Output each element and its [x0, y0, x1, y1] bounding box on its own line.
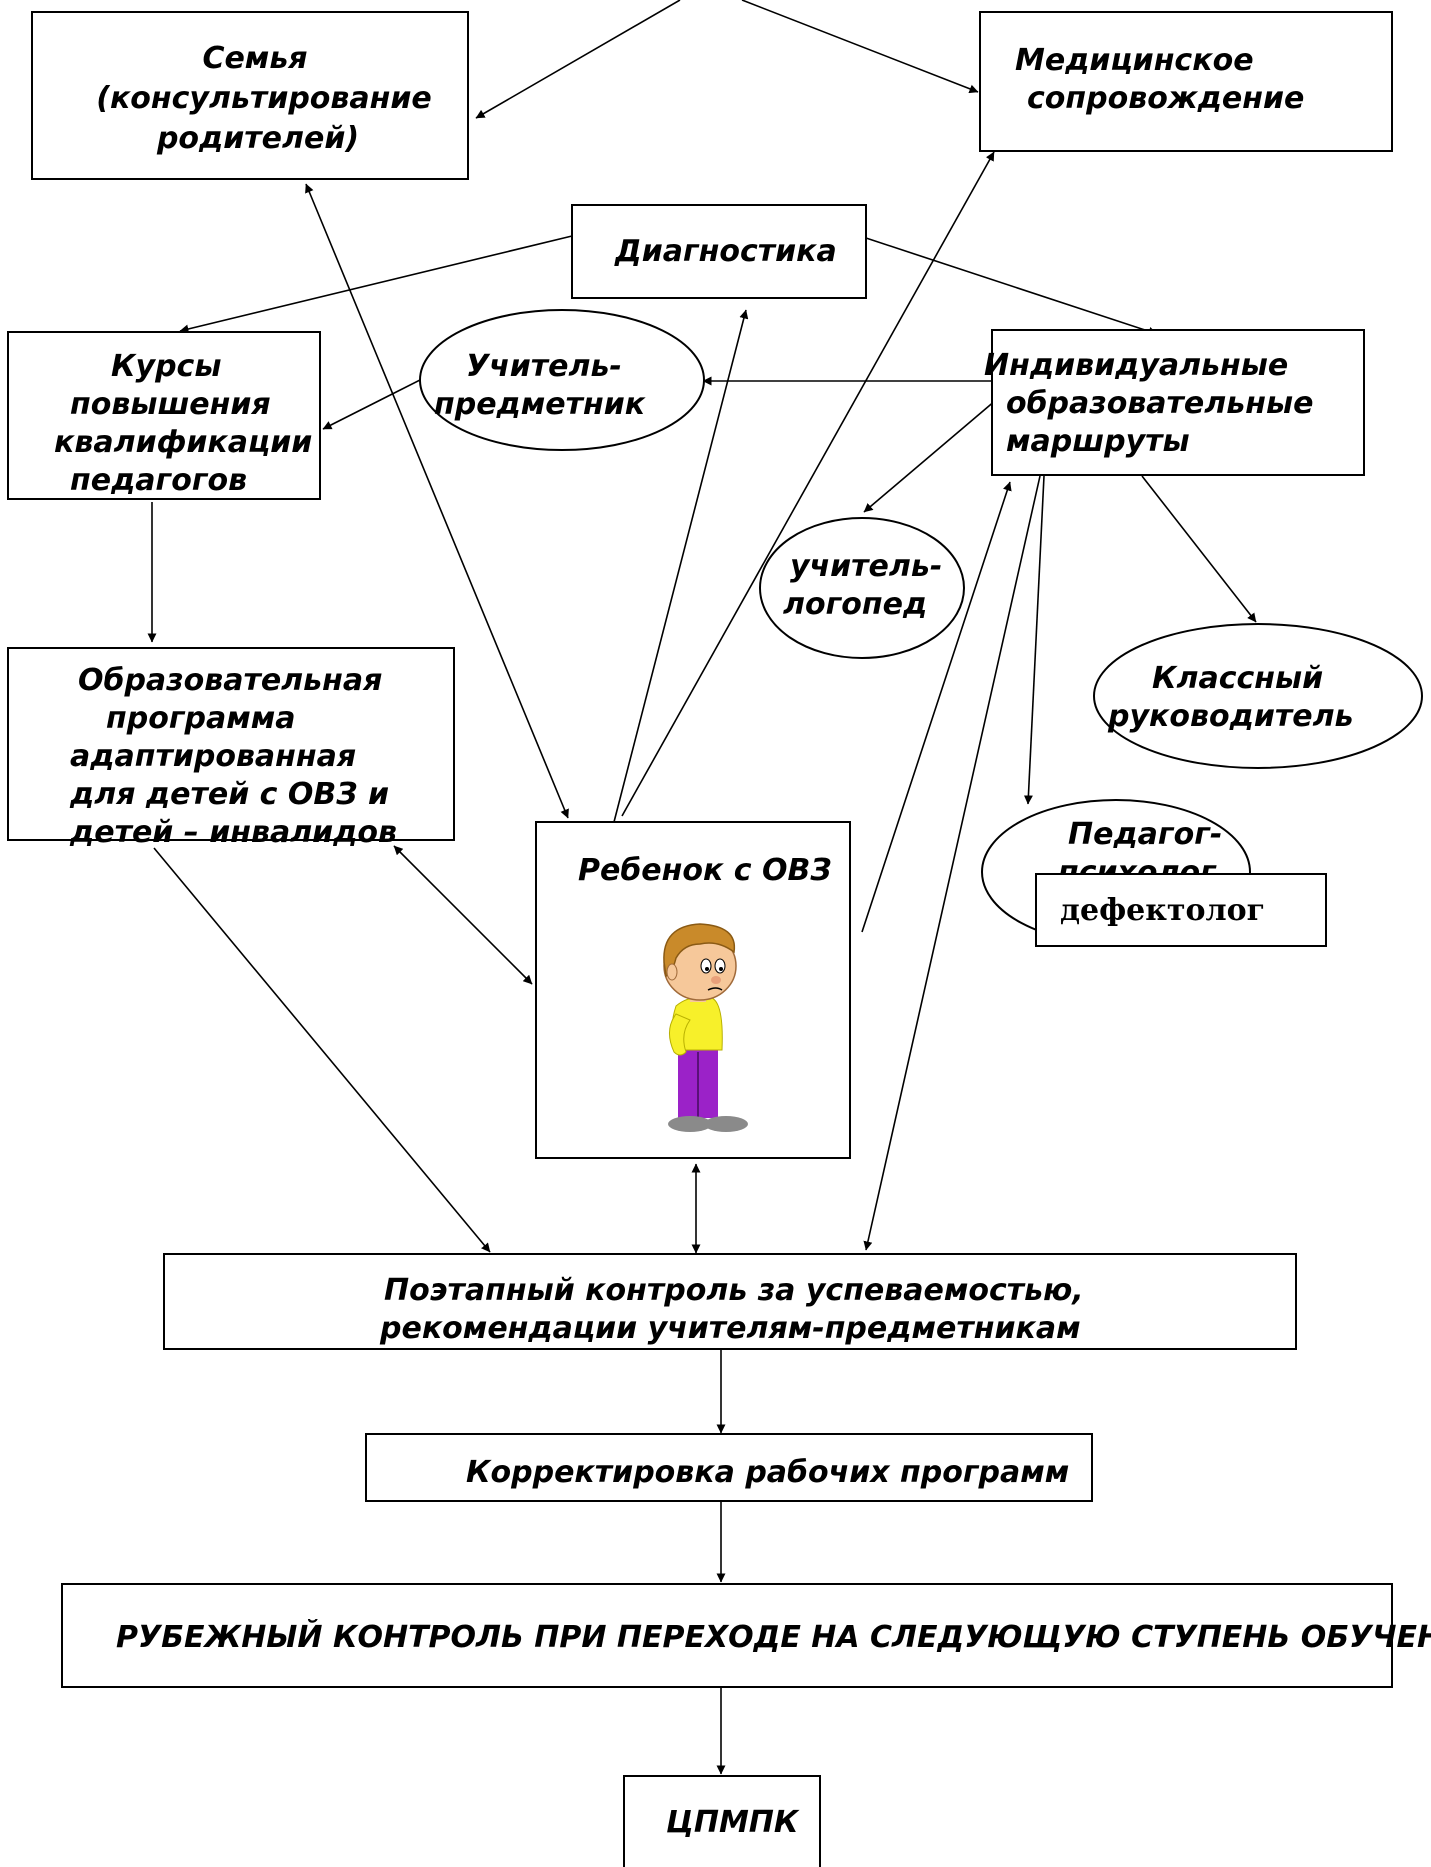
edge-child-to-medical [621, 151, 995, 817]
child-label: Ребенок с ОВЗ [578, 853, 832, 888]
individual-routes-line-1: Индивидуальные [984, 348, 1288, 383]
edu-program-line-5: детей – инвалидов [69, 815, 397, 850]
diagnostics-label: Диагностика [614, 234, 837, 269]
node-individual-routes: Индивидуальные образовательные маршруты [984, 329, 1365, 476]
medical-line-1: Медицинское [1015, 43, 1254, 78]
node-medical: Медицинское сопровождение [979, 11, 1393, 152]
courses-line-1: Курсы [111, 349, 221, 384]
speech-teacher-line-2: логопед [783, 587, 927, 622]
node-speech-teacher: учитель- логопед [759, 517, 965, 659]
speech-teacher-line-1: учитель- [790, 549, 942, 584]
individual-routes-line-3: маршруты [1006, 424, 1190, 459]
child-hair [663, 923, 736, 977]
edge-program-to-stage-control [153, 847, 491, 1253]
subject-teacher-line-1: Учитель- [466, 349, 622, 384]
node-child: Ребенок с ОВЗ [535, 821, 851, 1159]
family-line-2: (консультирование [96, 81, 432, 116]
node-correction: Корректировка рабочих программ [365, 1433, 1093, 1502]
edge-routes-to-class-teacher [1141, 475, 1257, 623]
milestone-label: РУБЕЖНЫЙ КОНТРОЛЬ ПРИ ПЕРЕХОДЕ НА СЛЕДУЮ… [116, 1619, 1431, 1655]
edu-program-line-4: для детей с ОВЗ и [69, 777, 389, 812]
edge-diagnostics-to-courses [179, 235, 573, 334]
correction-label: Корректировка рабочих программ [466, 1455, 1069, 1490]
individual-routes-line-2: образовательные [1006, 386, 1313, 421]
medical-line-2: сопровождение [1027, 81, 1304, 116]
node-class-teacher: Классный руководитель [1093, 623, 1423, 769]
edge-child-to-diagnostics [613, 309, 749, 823]
edge-routes-to-stage-control [863, 475, 1041, 1251]
courses-line-4: педагогов [70, 463, 247, 498]
edge-routes-to-speech-teacher [863, 399, 997, 513]
psychologist-line-1: Педагог- [1068, 817, 1222, 852]
node-milestone: РУБЕЖНЫЙ КОНТРОЛЬ ПРИ ПЕРЕХОДЕ НА СЛЕДУЮ… [61, 1583, 1431, 1688]
edge-top-to-medical [741, 0, 979, 94]
stage-control-line-2: рекомендации учителям-предметникам [379, 1311, 1081, 1346]
node-defectologist: дефектолог [1035, 873, 1327, 947]
child-shoe-right [704, 1116, 748, 1132]
class-teacher-line-2: руководитель [1107, 699, 1354, 734]
node-family: Семья (консультирование родителей) [31, 11, 469, 180]
edu-program-line-3: адаптированная [70, 739, 356, 774]
courses-line-2: повышения [70, 387, 271, 422]
child-illustration [663, 923, 748, 1132]
edu-program-line-1: Образовательная [78, 663, 382, 698]
node-cpmpk: ЦПМПК [623, 1775, 821, 1867]
edges [147, 0, 1257, 1775]
courses-line-3: квалификации [54, 425, 312, 460]
family-line-3: родителей) [156, 121, 359, 156]
edge-top-to-family [475, 0, 681, 119]
node-diagnostics: Диагностика [571, 204, 867, 299]
node-subject-teacher: Учитель- предметник [419, 309, 705, 451]
defectologist-label: дефектолог [1060, 893, 1265, 928]
edge-diagnostics-to-routes [865, 237, 1158, 336]
edge-child-to-routes [861, 481, 1012, 933]
child-shoe-left [668, 1116, 712, 1132]
edge-subject-teacher-to-courses [322, 379, 421, 430]
stage-control-line-1: Поэтапный контроль за успеваемостью, [384, 1273, 1084, 1308]
edge-routes-to-psychologist [1023, 475, 1045, 805]
node-edu-program: Образовательная программа адаптированная… [7, 647, 455, 850]
node-courses: Курсы повышения квалификации педагогов [7, 331, 321, 500]
family-line-1: Семья [202, 41, 307, 76]
edge-program-child [393, 845, 533, 985]
cpmpk-label: ЦПМПК [666, 1805, 800, 1840]
edu-program-line-2: программа [106, 701, 296, 736]
subject-teacher-line-2: предметник [434, 387, 646, 422]
class-teacher-line-1: Классный [1152, 661, 1323, 696]
node-stage-control: Поэтапный контроль за успеваемостью, рек… [163, 1253, 1297, 1350]
